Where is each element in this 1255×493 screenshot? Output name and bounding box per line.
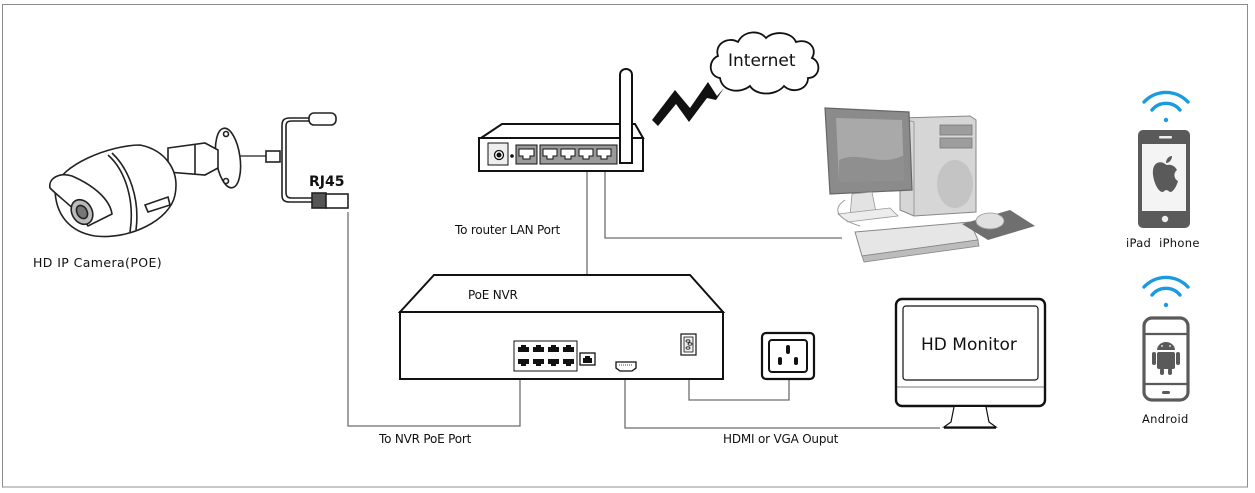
wireless-router-icon [477,68,645,172]
nvr-to-outlet-line [688,361,790,401]
desktop-computer-icon [824,107,1035,263]
wifi-icon-android [1142,275,1190,308]
nvr-label: PoE NVR [468,288,518,302]
monitor-icon [894,297,1047,429]
power-outlet-icon [760,331,816,381]
apple-logo-icon [1152,156,1178,192]
diagram-frame [2,4,1248,488]
wifi-icon-ios [1142,90,1190,123]
iphone-label: iPad iPhone [1126,236,1200,250]
internet-label: Internet [728,51,796,71]
monitor-label: HD Monitor [921,335,1017,355]
nvr-to-monitor-line [624,372,940,429]
camera-to-nvr-line [347,212,521,427]
nvr-box-icon [397,274,726,380]
wireless-signal-icon [652,82,724,126]
rj45-label: RJ45 [309,174,345,190]
router-lan-port-label: To router LAN Port [455,223,561,237]
apple-phone-icon [1138,130,1190,228]
nvr-poe-port-label: To NVR PoE Port [379,432,472,446]
router-to-computer-line [604,170,842,239]
camera-label: HD IP Camera(POE) [33,255,163,270]
android-logo-icon [1152,342,1180,375]
android-phone-icon [1142,316,1190,402]
video-output-label: HDMI or VGA Ouput [723,432,839,446]
bullet-camera-icon [49,112,349,238]
android-label: Android [1142,412,1189,426]
cloud-icon [709,31,820,95]
